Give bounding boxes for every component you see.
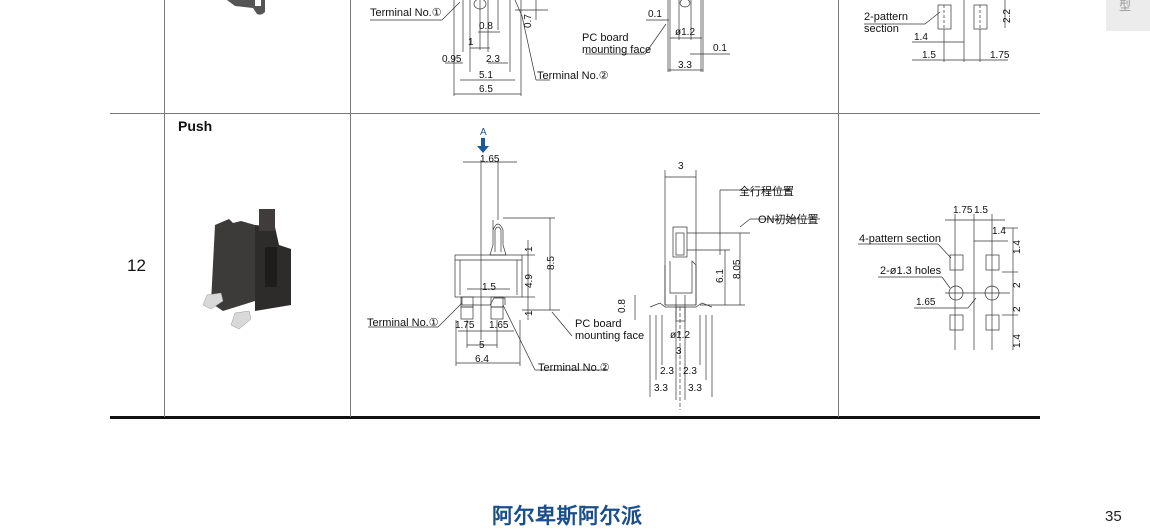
dim-label: 3.3 [654,383,668,394]
dim-label: 0.8 [617,299,628,313]
side-tab-label: 型 [1119,0,1132,13]
dim-label: 1 [524,310,535,316]
page-number: 35 [1105,508,1122,525]
holes-label: 2-ø1.3 holes [880,265,942,277]
on-start-position-label: ON初始位置 [758,214,819,226]
dim-label: 1 [468,37,474,48]
dim-label: 3.3 [688,383,702,394]
previous-front-view-drawing: 0.8 1 0.95 2.3 5.1 6.5 0.7 [370,0,550,96]
dim-label: 6.4 [475,354,489,365]
dim-label: 2 [1012,282,1023,288]
dim-label: 2.3 [683,366,697,377]
table-bottom-rule [110,416,1040,419]
pc-board-line-1: PC board [582,32,629,44]
dim-label: 2.3 [486,54,500,65]
dim-label: 1.4 [992,226,1006,237]
dim-label: 4.9 [524,274,535,288]
dim-label: 5.1 [479,70,493,81]
dim-label: 1.75 [953,205,973,216]
pc-board-line-2: mounting face [575,330,645,342]
dim-label: 0.1 [648,9,662,20]
pc-board-line-1: PC board [575,318,622,330]
dim-label: 6.1 [715,269,726,283]
dim-label: 1.4 [914,32,928,43]
row-type-label: Push [178,118,213,134]
terminal-2-label: Terminal No.② [537,70,609,82]
dim-label: ø1.2 [675,27,695,38]
pc-board-line-2: mounting face [582,44,652,56]
side-tab: 型 [1106,0,1150,31]
dim-label: 0.8 [479,21,493,32]
dim-label: 1.4 [1012,240,1023,254]
pc-board-label: PC board mounting face [575,318,644,342]
dim-label: 8.5 [546,256,557,270]
dim-label: 1.5 [974,205,988,216]
pattern-section-label: 4-pattern section [859,233,941,245]
dim-label: 1.65 [480,154,500,165]
terminal-1-label: Terminal No.① [370,7,442,19]
col-divider-3 [838,0,839,417]
direction-label: A [480,127,487,138]
dim-label: 1.65 [916,297,936,308]
dim-label: 2.2 [1002,9,1013,23]
previous-side-view-drawing: 0.1 ø1.2 0.1 3.3 [585,0,730,72]
terminal-1-label: Terminal No.① [367,317,439,329]
pattern-line-2: section [864,23,899,35]
dim-label: 1.5 [922,50,936,61]
footer-brand: 阿尔卑斯阿尔派 [492,505,643,528]
pc-board-label: PC board mounting face [582,32,651,56]
front-view-drawing: A 1.65 1 8.5 4.9 1 1.5 1.75 1.65 5 6.4 [368,127,608,371]
previous-product-photo [227,0,265,15]
pcb-pattern-drawing: 1.75 1.5 1.4 1.4 2 2 1.4 1.65 [858,205,1023,350]
dim-label: 2 [1012,306,1023,312]
dim-label: 0.7 [523,14,534,28]
full-travel-position-label: 全行程位置 [739,186,794,198]
dim-label: 0.1 [713,43,727,54]
dim-label: 3 [676,346,682,357]
side-view-drawing: 3 6.1 8.05 0.8 ø1.2 3 2.3 2.3 3.3 3.3 [617,161,820,410]
row-divider [110,113,1040,114]
dim-label: 1.4 [1012,334,1023,348]
terminal-2-label: Terminal No.② [538,362,610,374]
dim-label: 8.05 [732,259,743,279]
dim-label: 6.5 [479,84,493,95]
col-divider-2 [350,0,351,417]
dim-label: 1.75 [990,50,1010,61]
dim-label: 1.5 [482,282,496,293]
dim-label: 5 [479,340,485,351]
dim-label: 3.3 [678,60,692,71]
dim-label: 1.65 [489,320,509,331]
dim-label: 0.95 [442,54,462,65]
dim-label: 3 [678,161,684,172]
previous-pcb-pattern-drawing: 2.2 1.4 1.5 1.75 [864,0,1013,62]
pattern-label: 2-pattern section [864,11,908,35]
pattern-line-1: 2-pattern [864,11,909,23]
dim-label: 1.75 [455,320,475,331]
push-direction-arrow-icon [477,138,489,153]
col-divider-1 [164,0,165,417]
dim-label: 1 [524,246,535,252]
dim-label: 2.3 [660,366,674,377]
dim-label: ø1.2 [670,330,690,341]
product-photo [202,209,291,330]
row-number: 12 [127,256,146,275]
